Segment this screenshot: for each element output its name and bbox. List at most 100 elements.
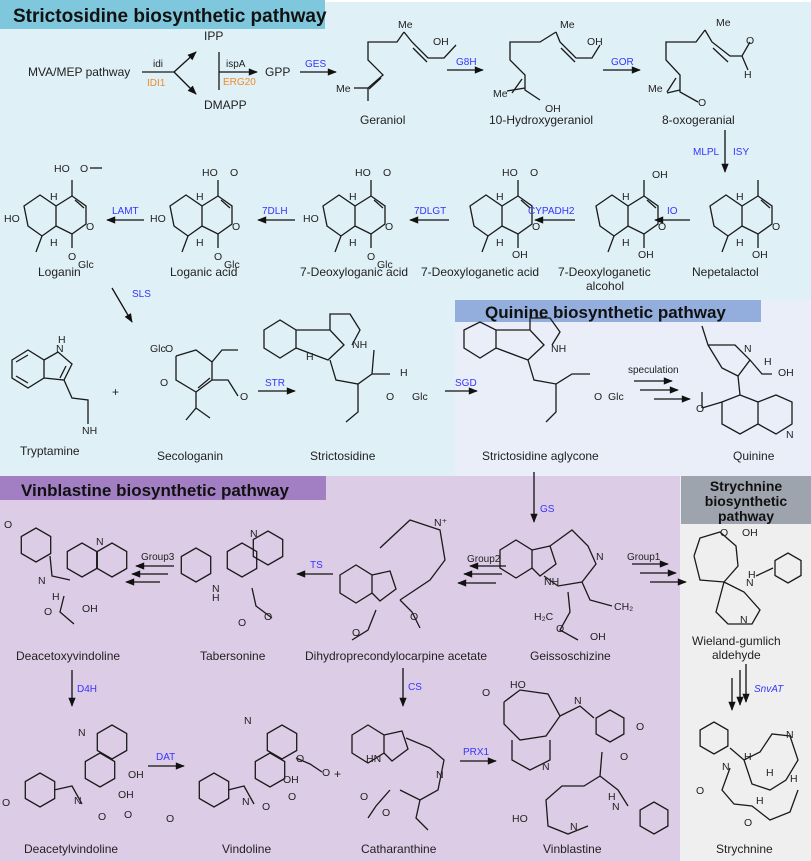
svg-text:N: N [212,583,220,595]
vinblastine-panel-title: Vinblastine biosynthetic pathway [21,481,290,500]
svg-text:O: O [214,251,222,263]
compound-strictosidine: Strictosidine [310,449,376,463]
svg-text:HO: HO [512,813,528,825]
svg-text:O: O [160,377,168,389]
svg-text:O: O [382,807,390,819]
vinblastine-panel-header [0,476,326,500]
enzyme-mlpl: MLPL [693,147,720,158]
svg-text:NH: NH [82,425,97,437]
svg-text:HO: HO [355,167,371,179]
compound-mva-mep: MVA/MEP pathway [28,65,130,79]
enzyme-idi: idi [153,59,163,70]
svg-text:H: H [349,191,357,203]
svg-text:Glc: Glc [150,343,166,355]
svg-text:N: N [74,795,82,807]
enzyme-io: IO [667,206,678,217]
enzyme-7dlgt: 7DLGT [414,206,446,217]
svg-text:O: O [238,617,246,629]
svg-text:H: H [622,191,630,203]
svg-text:O: O [240,391,248,403]
svg-text:NH: NH [551,343,566,355]
svg-text:H: H [748,569,756,581]
svg-text:N: N [744,343,752,355]
svg-text:H: H [736,191,744,203]
structure-secologanin: Glc O O O [150,343,248,421]
svg-text:OH: OH [638,249,654,261]
svg-text:OH: OH [778,367,794,379]
svg-text:N: N [56,343,64,355]
svg-text:H: H [744,751,752,763]
strychnine-title-line-2: biosynthetic [705,493,788,509]
svg-text:O: O [232,221,240,233]
svg-text:HO: HO [54,163,70,175]
compound-10-hydroxygeraniol: 10-Hydroxygeraniol [489,113,593,127]
structure-strictosidine-aglycone: NH O Glc [463,317,624,423]
svg-text:H₂C: H₂C [534,611,554,623]
svg-text:H: H [50,191,58,203]
group2-label: Group2 [467,554,501,565]
svg-text:OH: OH [652,169,668,181]
svg-text:Me: Me [493,88,508,100]
svg-text:NH: NH [352,339,367,351]
compound-dihydroprecondylocarpine-acetate: Dihydroprecondylocarpine acetate [305,649,487,663]
arrow-sls [111,287,133,323]
svg-text:HO: HO [502,167,518,179]
svg-text:OH: OH [587,36,603,48]
svg-text:N: N [542,761,550,773]
enzyme-erg20: ERG20 [223,77,256,88]
arrow-to-ipp [173,51,197,73]
svg-text:OH: OH [752,249,768,261]
vinblastine-panel [0,476,680,861]
quinine-panel-header [455,300,761,322]
enzyme-d4h: D4H [77,684,97,695]
compound-wieland-gumlich-1: Wieland-gumlich [692,634,781,648]
quinine-panel [455,300,811,476]
svg-text:O: O [410,611,418,623]
svg-text:O: O [44,606,52,618]
svg-text:N: N [242,796,250,808]
svg-text:Glc: Glc [78,259,94,271]
enzyme-ges: GES [305,59,326,70]
enzyme-idi1: IDI1 [147,78,166,89]
svg-text:N: N [722,761,730,773]
compound-strictosidine-aglycone: Strictosidine aglycone [482,449,599,463]
svg-text:O: O [352,627,360,639]
compound-7-deoxyloganic-acid: 7-Deoxyloganic acid [300,265,408,279]
svg-text:HO: HO [303,213,319,225]
svg-text:Glc: Glc [608,391,624,403]
enzyme-isy: ISY [733,147,749,158]
strictosidine-panel-title: Strictosidine biosynthetic pathway [13,6,327,27]
svg-text:O: O [772,221,780,233]
compound-deacetoxyvindoline: Deacetoxyvindoline [16,649,120,663]
compound-geraniol: Geraniol [360,113,405,127]
compound-catharanthine: Catharanthine [361,842,437,856]
svg-text:O: O [166,813,174,825]
enzyme-ts: TS [310,560,323,571]
structure-8-oxogeranial: Me O H O Me [648,17,754,109]
svg-text:Me: Me [398,19,413,31]
strychnine-title-line-3: pathway [718,508,774,524]
svg-text:Me: Me [560,19,575,31]
svg-text:HN: HN [366,753,381,765]
enzyme-7dlh: 7DLH [262,206,288,217]
enzyme-gs: GS [540,504,555,515]
enzyme-gor: GOR [611,57,634,68]
svg-text:O: O [264,611,272,623]
compound-tryptamine: Tryptamine [20,444,80,458]
enzyme-sls: SLS [132,289,151,300]
svg-text:H: H [50,237,58,249]
arrow-to-dmapp [173,71,197,95]
svg-text:O: O [98,811,106,823]
svg-text:Glc: Glc [224,259,240,271]
enzyme-snvat: SnvAT [754,684,784,695]
svg-text:O: O [296,753,304,765]
quinine-panel-title: Quinine biosynthetic pathway [485,303,726,322]
